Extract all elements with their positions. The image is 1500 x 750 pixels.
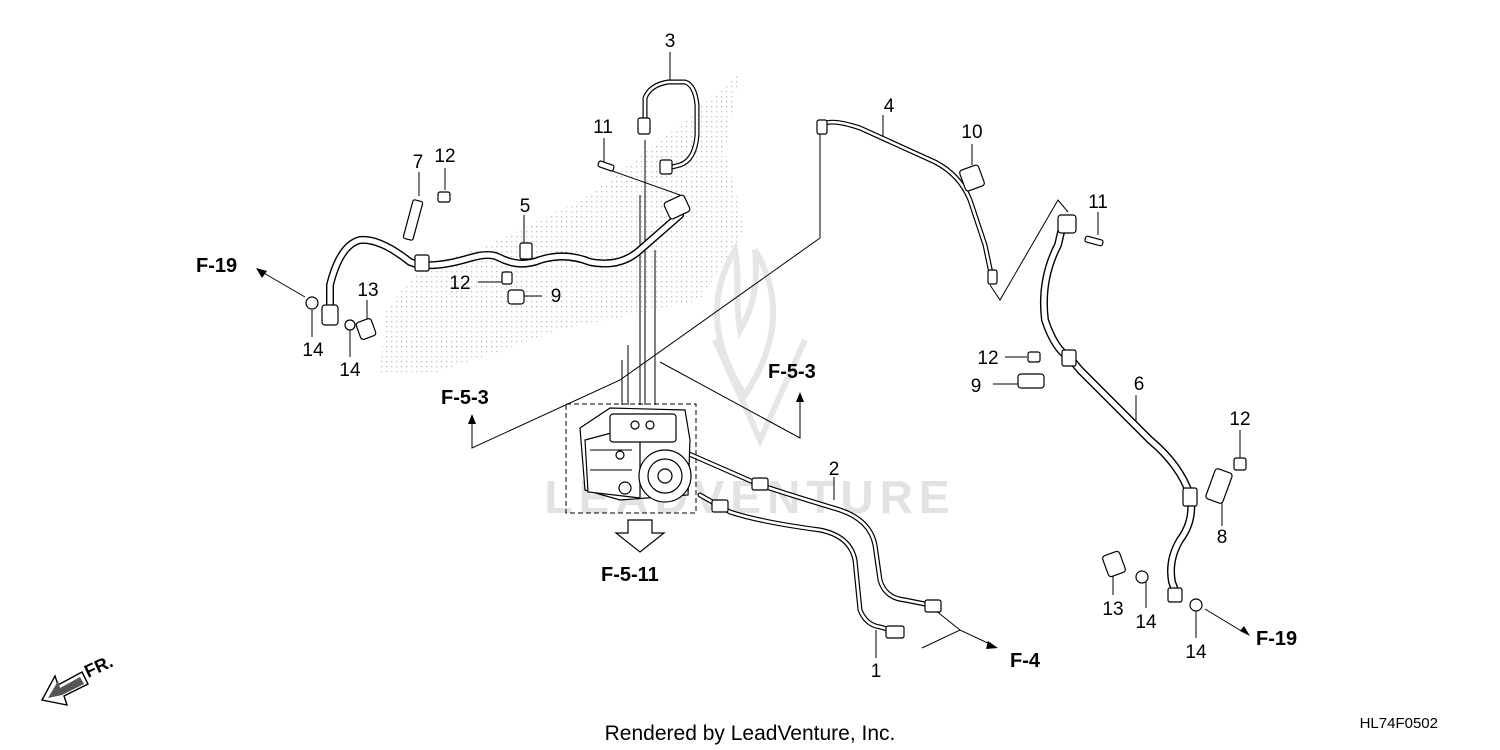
callout-4: 4 xyxy=(884,96,895,117)
callout-14b: 14 xyxy=(339,360,361,381)
f-5-11-arrow xyxy=(614,519,666,553)
ref-arrowheads xyxy=(256,268,1250,649)
callout-11a: 11 xyxy=(593,117,613,138)
ref-f53-right: F-5-3 xyxy=(768,361,816,383)
callout-13b: 13 xyxy=(1102,599,1123,620)
ref-f53-left: F-5-3 xyxy=(441,387,489,409)
front-indicator: FR. xyxy=(81,651,116,681)
callout-12d: 12 xyxy=(1229,409,1250,430)
diagram-code: HL74F0502 xyxy=(1360,715,1438,732)
footer-credit: Rendered by LeadVenture, Inc. xyxy=(605,722,896,745)
callout-12a: 12 xyxy=(434,146,455,167)
frame-shading xyxy=(380,72,745,372)
ref-f511: F-5-11 xyxy=(601,564,659,586)
brake-pipe-1 xyxy=(697,492,901,635)
ref-f4: F-4 xyxy=(1010,650,1041,672)
ref-f19-left: F-19 xyxy=(196,255,237,277)
brake-pipe-3 xyxy=(642,79,700,171)
ref-f19-right: F-19 xyxy=(1256,628,1297,650)
callout-10: 10 xyxy=(961,122,982,143)
callout-3: 3 xyxy=(665,31,676,52)
callout-1: 1 xyxy=(871,661,882,682)
callout-5: 5 xyxy=(520,196,531,217)
brake-hose-5 xyxy=(326,211,684,314)
callout-14c: 14 xyxy=(1135,612,1157,633)
callout-2: 2 xyxy=(829,459,840,480)
callout-14a: 14 xyxy=(302,340,324,361)
abs-modulator xyxy=(579,407,692,503)
abs-dashed-box xyxy=(565,403,697,514)
callout-11b: 11 xyxy=(1088,192,1108,213)
callout-9b: 9 xyxy=(971,376,982,397)
callout-14d: 14 xyxy=(1185,642,1207,663)
callout-13a: 13 xyxy=(357,280,378,301)
front-arrow-icon xyxy=(40,671,89,706)
small-parts xyxy=(305,117,1247,639)
callout-6: 6 xyxy=(1134,374,1145,395)
callout-12b: 12 xyxy=(449,273,470,294)
brake-pipe-2 xyxy=(677,447,938,609)
brake-hose-6 xyxy=(1039,224,1196,602)
callout-7: 7 xyxy=(413,152,424,173)
callout-9a: 9 xyxy=(551,286,562,307)
callout-12c: 12 xyxy=(977,348,998,369)
watermark-emblem xyxy=(712,241,808,448)
brake-pipe-4 xyxy=(819,119,995,281)
callout-8: 8 xyxy=(1217,527,1228,548)
